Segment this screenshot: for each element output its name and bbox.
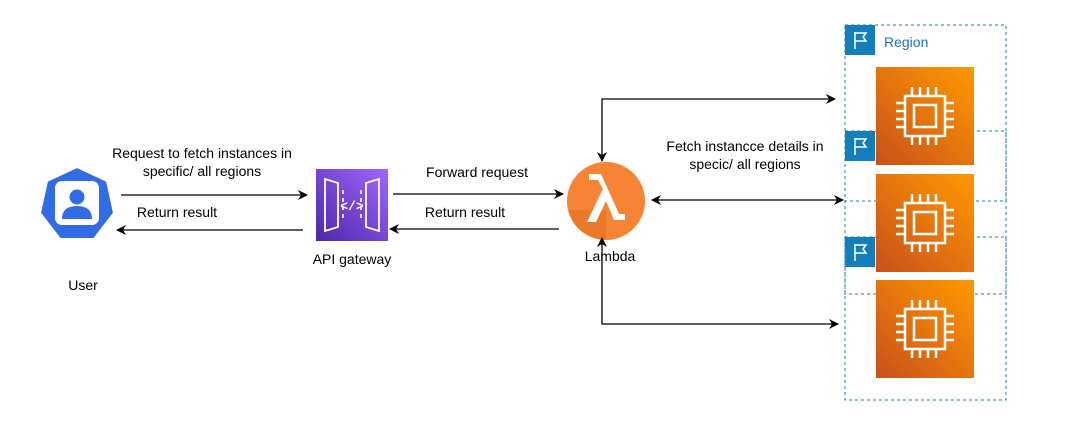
arrow-lambda-to-ec2-bottom <box>597 237 839 329</box>
lambda-node: Lambda <box>567 162 645 264</box>
user-icon <box>38 165 116 240</box>
edge-label-forward-request: Forward request <box>426 164 528 180</box>
region-group: Region <box>844 24 1007 401</box>
ec2-instance-icon <box>876 174 974 272</box>
region-label: Region <box>884 34 928 50</box>
ec2-instance-icon <box>876 280 974 378</box>
edge-label-request-line2: specific/ all regions <box>143 163 261 179</box>
edge-label-request-line1: Request to fetch instances in <box>112 145 292 161</box>
edge-label-fetch-line2: specic/ all regions <box>689 156 800 172</box>
api-gateway-icon: </> <box>316 169 388 241</box>
lambda-label: Lambda <box>585 248 636 264</box>
region-boundary-outer <box>844 24 1007 401</box>
edge-label-return-api: Return result <box>425 204 505 220</box>
edge-labels: Request to fetch instances in specific/ … <box>112 138 823 220</box>
lambda-icon <box>567 162 645 241</box>
api-gateway-label: API gateway <box>313 251 392 267</box>
arrow-lambda-to-ec2-top <box>597 94 836 162</box>
api-gateway-node: </> API gateway <box>313 169 392 267</box>
flag-icon <box>845 131 875 161</box>
edge-label-return-user: Return result <box>137 204 217 220</box>
ec2-instance-icon <box>876 67 974 165</box>
connectors <box>116 94 844 329</box>
user-node: User <box>38 165 116 293</box>
svg-text:</>: </> <box>340 199 364 214</box>
flag-icon <box>845 25 875 55</box>
user-label: User <box>68 277 98 293</box>
edge-label-fetch-line1: Fetch instancce details in <box>666 138 823 154</box>
flag-icon <box>845 237 875 267</box>
